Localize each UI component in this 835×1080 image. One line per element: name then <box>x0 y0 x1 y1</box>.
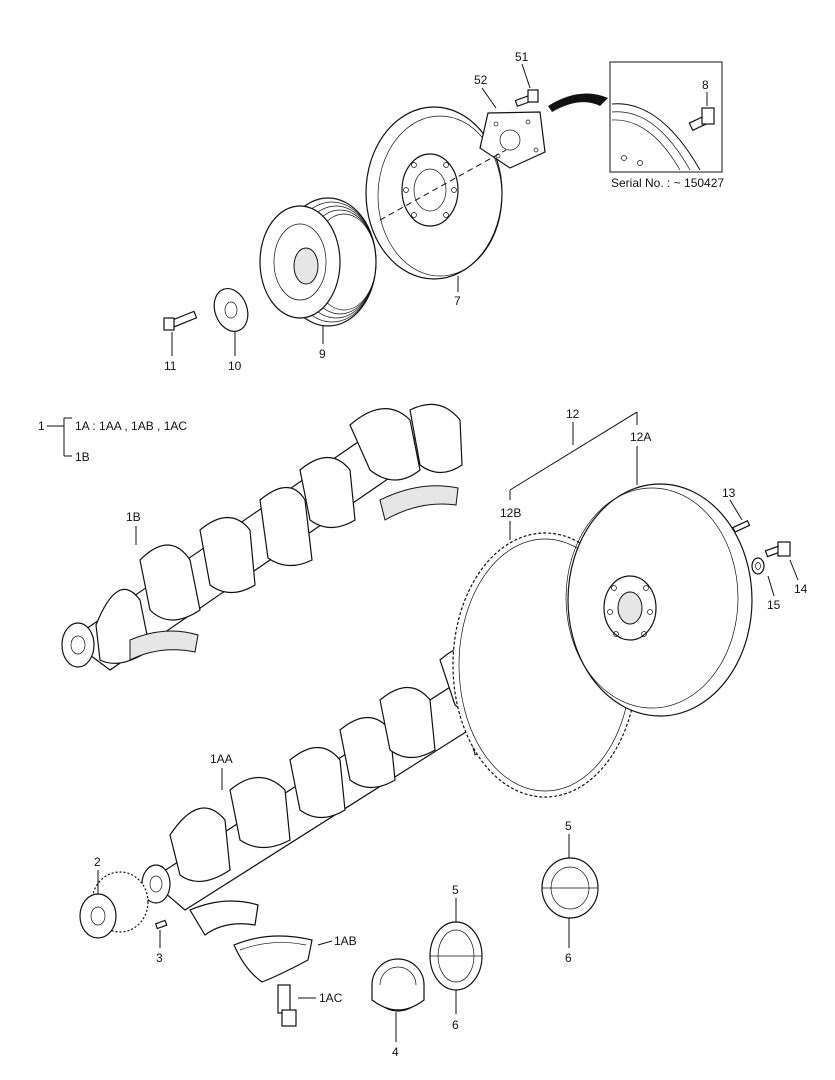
washer-15 <box>751 557 765 575</box>
pin-3 <box>154 919 168 930</box>
label-1AB: 1AB <box>334 934 357 948</box>
label-14: 14 <box>794 582 808 596</box>
label-12B: 12B <box>500 506 521 520</box>
label-11: 11 <box>164 359 177 373</box>
legend-root: 1 <box>38 419 45 433</box>
label-3: 3 <box>156 951 163 965</box>
label-6-mid: 6 <box>452 1018 459 1032</box>
label-10: 10 <box>228 359 242 373</box>
flywheel-12A <box>565 483 753 717</box>
label-1B: 1B <box>126 510 141 524</box>
gear-2 <box>79 871 149 939</box>
label-2: 2 <box>94 855 101 869</box>
bearing-cap-1AB <box>189 900 313 983</box>
legend-bracket: 1 1A : 1AA , 1AB , 1AC 1B <box>38 417 187 464</box>
bolt-11-icon <box>163 310 198 331</box>
thrust-washer-right <box>541 857 599 919</box>
bolt-8-icon <box>688 107 715 132</box>
legend-line-a: 1A : 1AA , 1AB , 1AC <box>75 419 187 433</box>
inset-serial-caption: Serial No. : ~ 150427 <box>611 176 724 190</box>
bolt-14-icon <box>764 541 791 558</box>
legend-line-b: 1B <box>75 450 90 464</box>
label-6-right: 6 <box>565 951 572 965</box>
label-9: 9 <box>319 347 326 361</box>
dowel-pin-13 <box>732 520 751 533</box>
label-12A: 12A <box>630 430 651 444</box>
bolt-51-icon <box>514 89 539 107</box>
washer-10 <box>213 288 249 332</box>
label-7: 7 <box>454 294 461 308</box>
thrust-washer-mid <box>429 921 483 991</box>
label-51: 51 <box>515 50 529 64</box>
label-15: 15 <box>767 598 781 612</box>
label-52: 52 <box>474 73 488 87</box>
label-13: 13 <box>722 486 736 500</box>
inset-arrow <box>548 93 608 112</box>
label-12: 12 <box>566 407 580 421</box>
bolt-1AC-icon <box>277 984 297 1027</box>
label-1AA: 1AA <box>210 752 233 766</box>
vibration-damper-7 <box>365 106 503 280</box>
label-4: 4 <box>392 1045 399 1059</box>
plate-52 <box>479 111 546 169</box>
inset-detail: 8 Serial No. : ~ 150427 <box>609 61 724 190</box>
pulley-9 <box>259 197 377 327</box>
label-1AC: 1AC <box>319 991 343 1005</box>
label-8: 8 <box>702 78 709 92</box>
label-5-right: 5 <box>565 819 572 833</box>
bracket-12 <box>509 411 638 500</box>
bearing-shell-4 <box>371 958 425 1012</box>
crankshaft-1B <box>61 403 463 671</box>
label-5-mid: 5 <box>452 883 459 897</box>
